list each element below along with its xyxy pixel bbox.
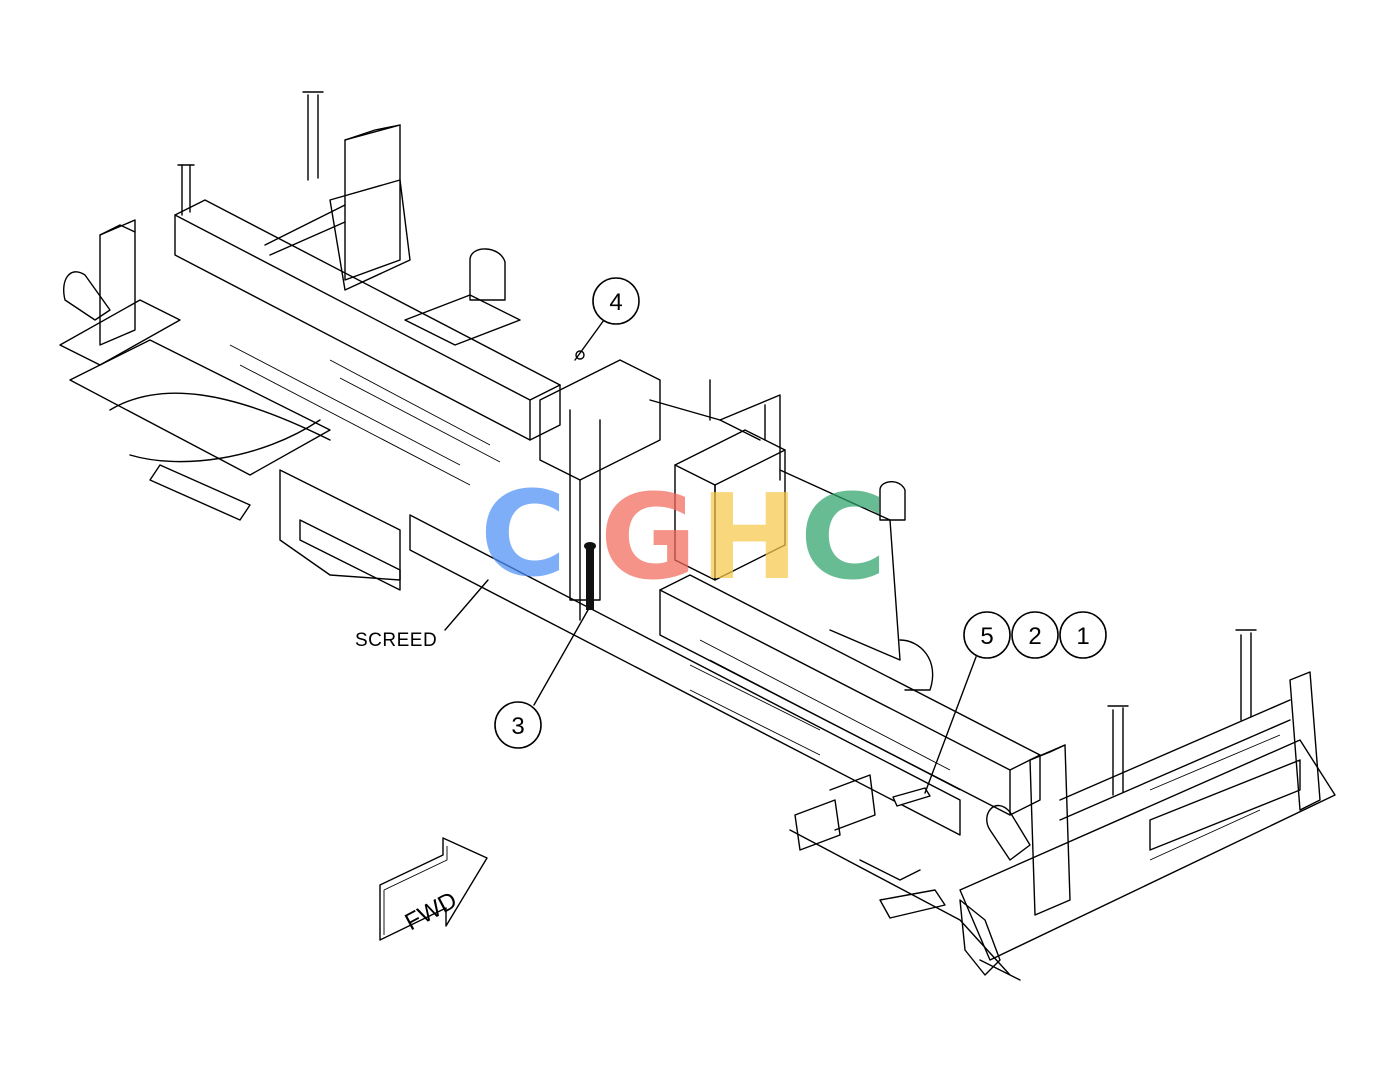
callout-4: 4 xyxy=(592,277,640,325)
fwd-direction-arrow: FWD xyxy=(379,837,488,941)
callout-3: 3 xyxy=(494,701,542,749)
screed-frame-drawing xyxy=(59,91,1336,981)
watermark-letter-4: C xyxy=(800,468,887,606)
callout-5-label: 5 xyxy=(980,623,993,650)
watermark-letter-2: G xyxy=(600,468,697,606)
callout-3-label: 3 xyxy=(511,713,524,740)
watermark-letter-3: H xyxy=(700,468,799,606)
part-5-plate xyxy=(892,787,931,807)
callout-1-label: 1 xyxy=(1076,623,1089,650)
part-3-rod xyxy=(584,542,596,610)
leader-lines xyxy=(444,319,977,794)
callout-2-label: 2 xyxy=(1028,623,1041,650)
watermark-logo: C G H C xyxy=(480,465,887,606)
callout-4-label: 4 xyxy=(609,289,622,316)
callout-1: 1 xyxy=(1059,611,1107,659)
watermark-letter-1: C xyxy=(480,465,567,603)
callout-2: 2 xyxy=(1011,611,1059,659)
screed-label: SCREED xyxy=(355,630,437,651)
callout-5: 5 xyxy=(963,611,1011,659)
